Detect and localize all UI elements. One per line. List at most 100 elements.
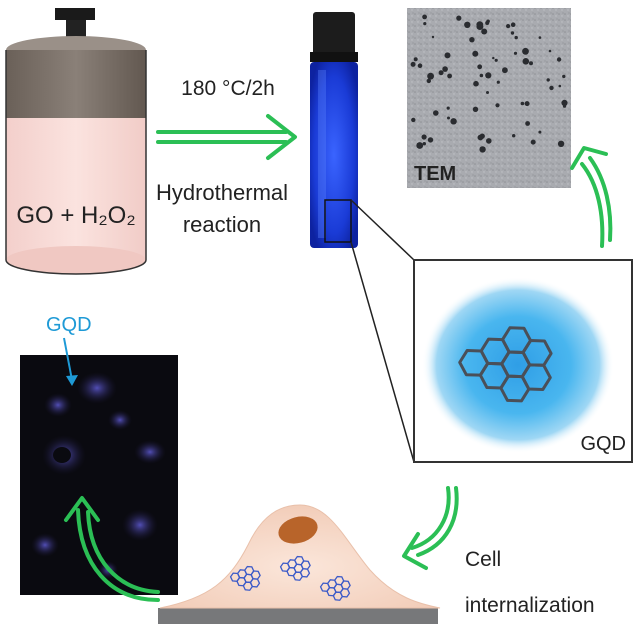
tem-particle — [549, 85, 554, 91]
tem-particle — [513, 51, 518, 55]
tem-particle — [411, 117, 416, 123]
tem-particle — [561, 99, 568, 106]
reaction-arrow — [156, 114, 297, 160]
tem-particle — [417, 63, 423, 68]
gqd-glow — [422, 277, 614, 453]
tem-particle — [496, 80, 500, 84]
tem-particle — [442, 66, 448, 72]
cell-label-line1: Cell — [465, 548, 501, 571]
graphene-sheet-icon — [458, 326, 553, 403]
tem-particle — [510, 31, 515, 35]
tem-particle — [486, 91, 489, 94]
tem-particle — [438, 70, 444, 76]
reaction-label-line1: Hydrothermal — [156, 180, 288, 205]
tem-particle — [494, 58, 498, 62]
cell — [158, 504, 441, 624]
tem-particle — [557, 140, 565, 147]
imaging-arrow — [64, 496, 160, 602]
reactor-base — [6, 246, 146, 274]
tem-particle — [530, 139, 536, 145]
tem-particle — [556, 57, 562, 62]
reactor-vessel: GO + H₂O₂ — [5, 8, 147, 275]
reaction-label-line2: reaction — [183, 212, 261, 237]
tem-particle — [479, 146, 486, 153]
vial-cap-ring — [310, 52, 358, 62]
tem-particle — [520, 101, 525, 106]
tem-particle — [450, 118, 457, 125]
tem-particle — [548, 49, 552, 53]
cell-label-line2: internalization — [465, 594, 595, 617]
tem-panel — [407, 8, 571, 188]
tem-particle — [512, 134, 516, 138]
vial-zoom-region — [324, 199, 352, 243]
tem-particle — [447, 73, 452, 79]
tem-particle — [486, 138, 492, 144]
tem-particle — [473, 80, 479, 87]
tem-particle — [525, 121, 530, 126]
tem-particle — [485, 72, 492, 79]
tem-particle — [479, 73, 484, 78]
tem-particle — [522, 47, 529, 55]
tem-particle — [477, 134, 484, 141]
tem-particle — [502, 67, 508, 74]
fluorescent-cells — [31, 372, 166, 579]
tem-particle — [431, 35, 435, 39]
fluorescence-label: GQD — [46, 314, 92, 336]
tem-particle — [477, 64, 483, 70]
reaction-condition: 180 °C/2h — [181, 77, 275, 100]
tem-particle — [416, 142, 424, 149]
tem-particle — [426, 78, 431, 84]
tem-particle — [529, 61, 533, 66]
tem-particle — [562, 74, 566, 79]
tem-particle — [410, 61, 416, 67]
tem-particle — [422, 142, 426, 146]
tem-particle — [427, 137, 434, 143]
fluorescence-pointer — [63, 337, 78, 386]
vial-cap — [313, 12, 355, 56]
internalized-gqd-hexagon — [249, 578, 261, 588]
tem-label: TEM — [414, 163, 456, 185]
tem-particle — [538, 36, 542, 39]
tem-particle — [510, 22, 516, 28]
tem-particle — [524, 101, 530, 107]
reactor-label: GO + H₂O₂ — [16, 202, 135, 229]
gqd-vial — [310, 12, 358, 248]
tem-particle — [522, 58, 530, 65]
tem-particle — [492, 56, 495, 60]
internalized-gqd-hexagon — [299, 568, 311, 578]
zoom-lines — [350, 199, 415, 463]
tem-particle — [464, 21, 471, 28]
tem-particle — [469, 37, 475, 43]
tem-particle — [447, 116, 450, 120]
graphene-hexagon — [520, 363, 552, 392]
tem-image: TEM — [407, 8, 571, 188]
tem-particle — [546, 78, 550, 82]
tem-particle — [444, 52, 451, 59]
tem-particle — [421, 134, 427, 140]
tem-particle — [433, 110, 439, 116]
reactor-cap-top — [55, 8, 95, 20]
tem-particle — [481, 28, 488, 35]
internalized-gqd-hexagon — [339, 588, 351, 598]
reactor-upper-body — [6, 50, 146, 120]
tem-particle — [506, 24, 511, 29]
tem-particle — [562, 104, 567, 108]
internalized-gqd-icons — [229, 555, 351, 601]
tem-nanoparticles — [410, 14, 568, 153]
cell-nucleus — [278, 516, 318, 544]
tem-particle — [495, 103, 500, 108]
tem-particle — [446, 106, 450, 110]
tem-particle — [423, 22, 427, 26]
cell-substrate — [158, 608, 438, 624]
tem-particle — [485, 21, 490, 25]
tem-particle — [476, 21, 484, 28]
tem-particle — [472, 106, 479, 113]
tem-particle — [427, 72, 434, 80]
internalization-arrow — [402, 486, 459, 570]
reactor-liquid — [6, 118, 146, 260]
tem-particle — [514, 35, 518, 40]
tem-particle — [456, 15, 462, 21]
vial-solution — [310, 62, 358, 248]
tem-arrow — [570, 146, 613, 248]
